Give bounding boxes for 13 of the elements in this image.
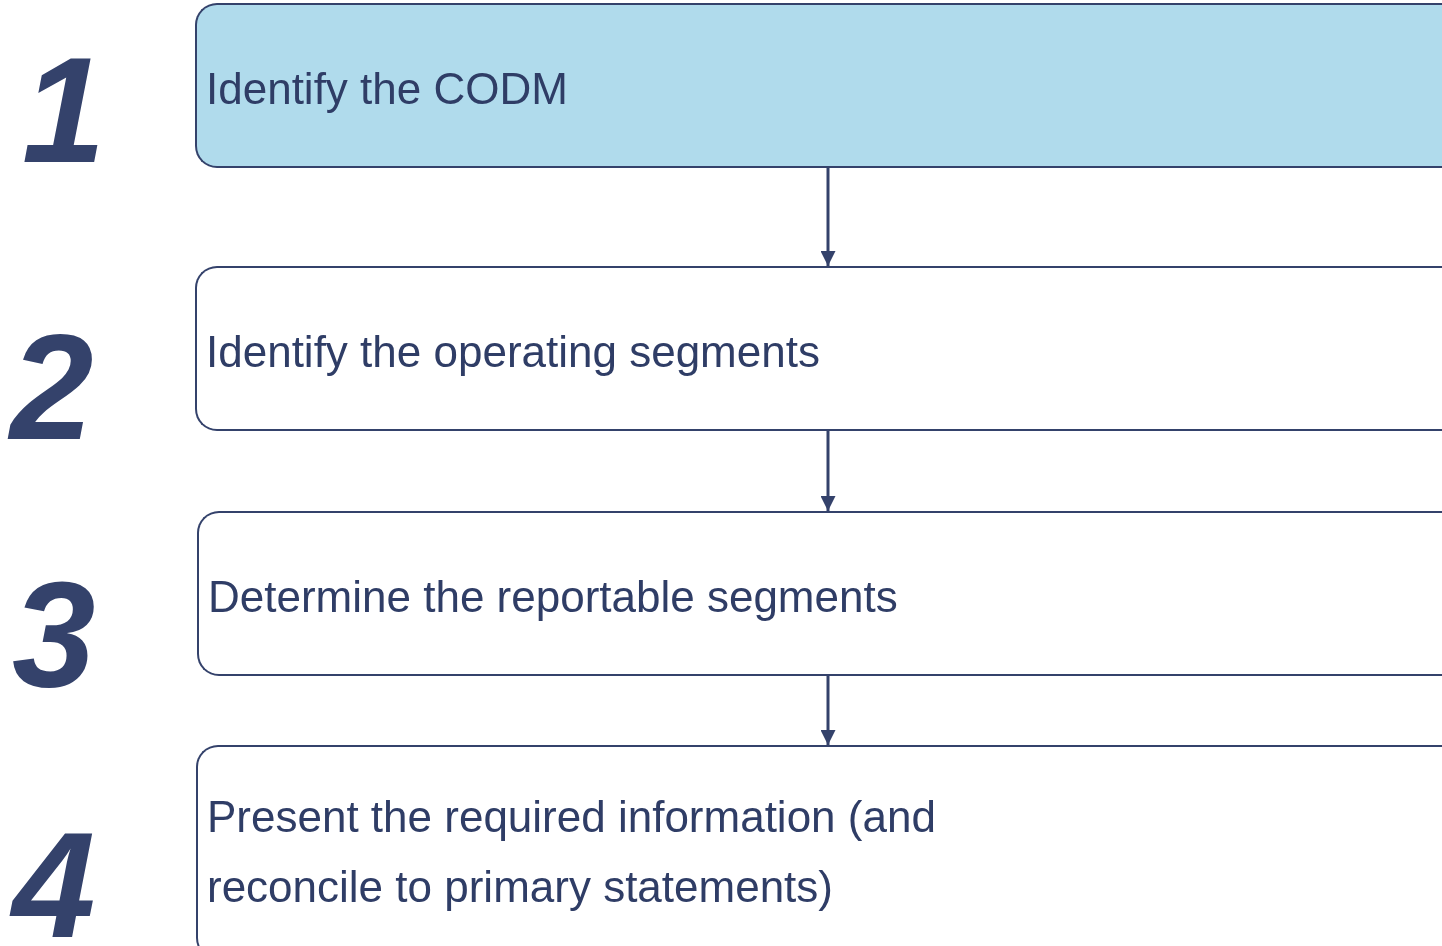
step-label: Present the required information (and reconcile to primary statements) [207, 791, 937, 913]
arrow [820, 168, 836, 266]
step-label: Identify the operating segments [206, 326, 820, 378]
arrow [820, 431, 836, 511]
process-box [197, 511, 1442, 676]
process-box [196, 745, 1442, 946]
process-box [195, 266, 1442, 431]
step-label: Identify the CODM [206, 63, 568, 115]
step-label: Determine the reportable segments [208, 571, 898, 623]
process-box [195, 3, 1442, 168]
step-number: 1 [22, 35, 106, 185]
arrow [820, 676, 836, 745]
step-number: 3 [12, 560, 96, 710]
